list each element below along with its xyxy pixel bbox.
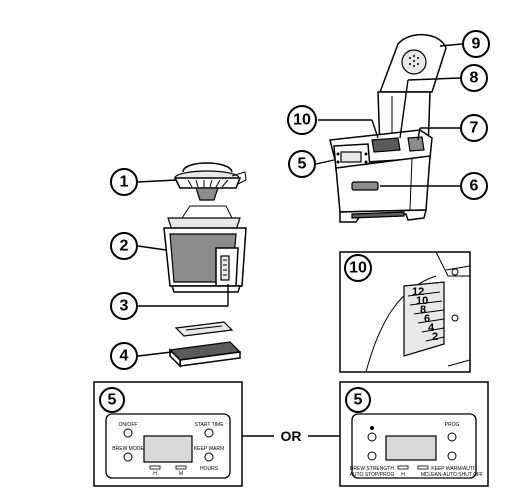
panel-a-brew-mode-label: BREW MODE xyxy=(112,446,144,452)
callout-2-number: 2 xyxy=(120,238,129,255)
panel-b-clean-label: CLEAN-AUTO SHUT OFF xyxy=(425,472,483,478)
callout-4-number: 4 xyxy=(120,348,129,365)
scale-mark-8: 8 xyxy=(420,304,426,316)
scale-mark-2: 2 xyxy=(432,331,438,343)
panel-a-h-label: H xyxy=(153,471,157,477)
water-scale-inset: 12 10 8 6 4 2 xyxy=(339,251,471,373)
callout-5-panel-a-number: 5 xyxy=(108,392,117,409)
panel-b-brew-strength-label: BREW STRENGTH xyxy=(350,466,394,472)
panel-a-start-time-label: START TIME xyxy=(194,422,224,428)
scale-mark-6: 6 xyxy=(424,313,430,325)
callout-3: 3 xyxy=(110,292,138,320)
reservoir-illustration xyxy=(163,205,247,293)
callout-6: 6 xyxy=(460,172,488,200)
callout-10-number: 10 xyxy=(293,112,311,129)
callout-9-number: 9 xyxy=(472,36,481,53)
callout-5: 5 xyxy=(288,150,316,178)
callout-5-panel-a: 5 xyxy=(99,387,125,413)
panel-a-keep-warm-label: KEEP WARM xyxy=(194,446,224,452)
callout-9: 9 xyxy=(462,30,490,58)
panel-b-prog-label: PROG xyxy=(445,422,460,428)
callout-3-number: 3 xyxy=(120,298,129,315)
panel-a-hours-label: HOURS xyxy=(200,466,219,472)
panel-a-m-label: M xyxy=(179,471,183,477)
callout-6-number: 6 xyxy=(470,178,479,195)
callout-7-number: 7 xyxy=(470,120,479,137)
callout-8-number: 8 xyxy=(470,70,479,87)
callout-10-inset: 10 xyxy=(344,254,372,282)
callout-5-panel-b-number: 5 xyxy=(354,392,363,409)
filter-basket-illustration xyxy=(173,162,247,201)
panel-a-on-off-label: ON/OFF xyxy=(119,422,138,428)
scale-mark-4: 4 xyxy=(428,322,435,334)
panel-b-auto-stop-label: AUTO STOP/PROG xyxy=(350,472,395,478)
callout-1-number: 1 xyxy=(120,174,129,191)
callout-10: 10 xyxy=(287,105,317,135)
or-connector: OR xyxy=(242,428,340,444)
callout-8: 8 xyxy=(460,64,488,92)
control-panel-a: ON/OFF BREW MODE START TIME KEEP WARM HO… xyxy=(93,381,243,487)
callout-4: 4 xyxy=(110,342,138,370)
callout-5-panel-b: 5 xyxy=(345,387,371,413)
callout-5-number: 5 xyxy=(298,156,307,173)
callout-7: 7 xyxy=(460,114,488,142)
panel-b-m-label: M xyxy=(421,472,425,478)
callout-10-inset-number: 10 xyxy=(349,260,367,277)
drip-tray-illustration xyxy=(168,321,242,368)
panel-b-h-label: H xyxy=(401,472,405,478)
callout-2: 2 xyxy=(110,232,138,260)
leader-lines xyxy=(137,43,463,357)
coffee-maker-illustration xyxy=(329,33,447,223)
panel-b-keep-warm-label: KEEP WARM/AUTO xyxy=(431,466,477,472)
or-label: OR xyxy=(281,428,302,444)
callout-1: 1 xyxy=(110,168,138,196)
